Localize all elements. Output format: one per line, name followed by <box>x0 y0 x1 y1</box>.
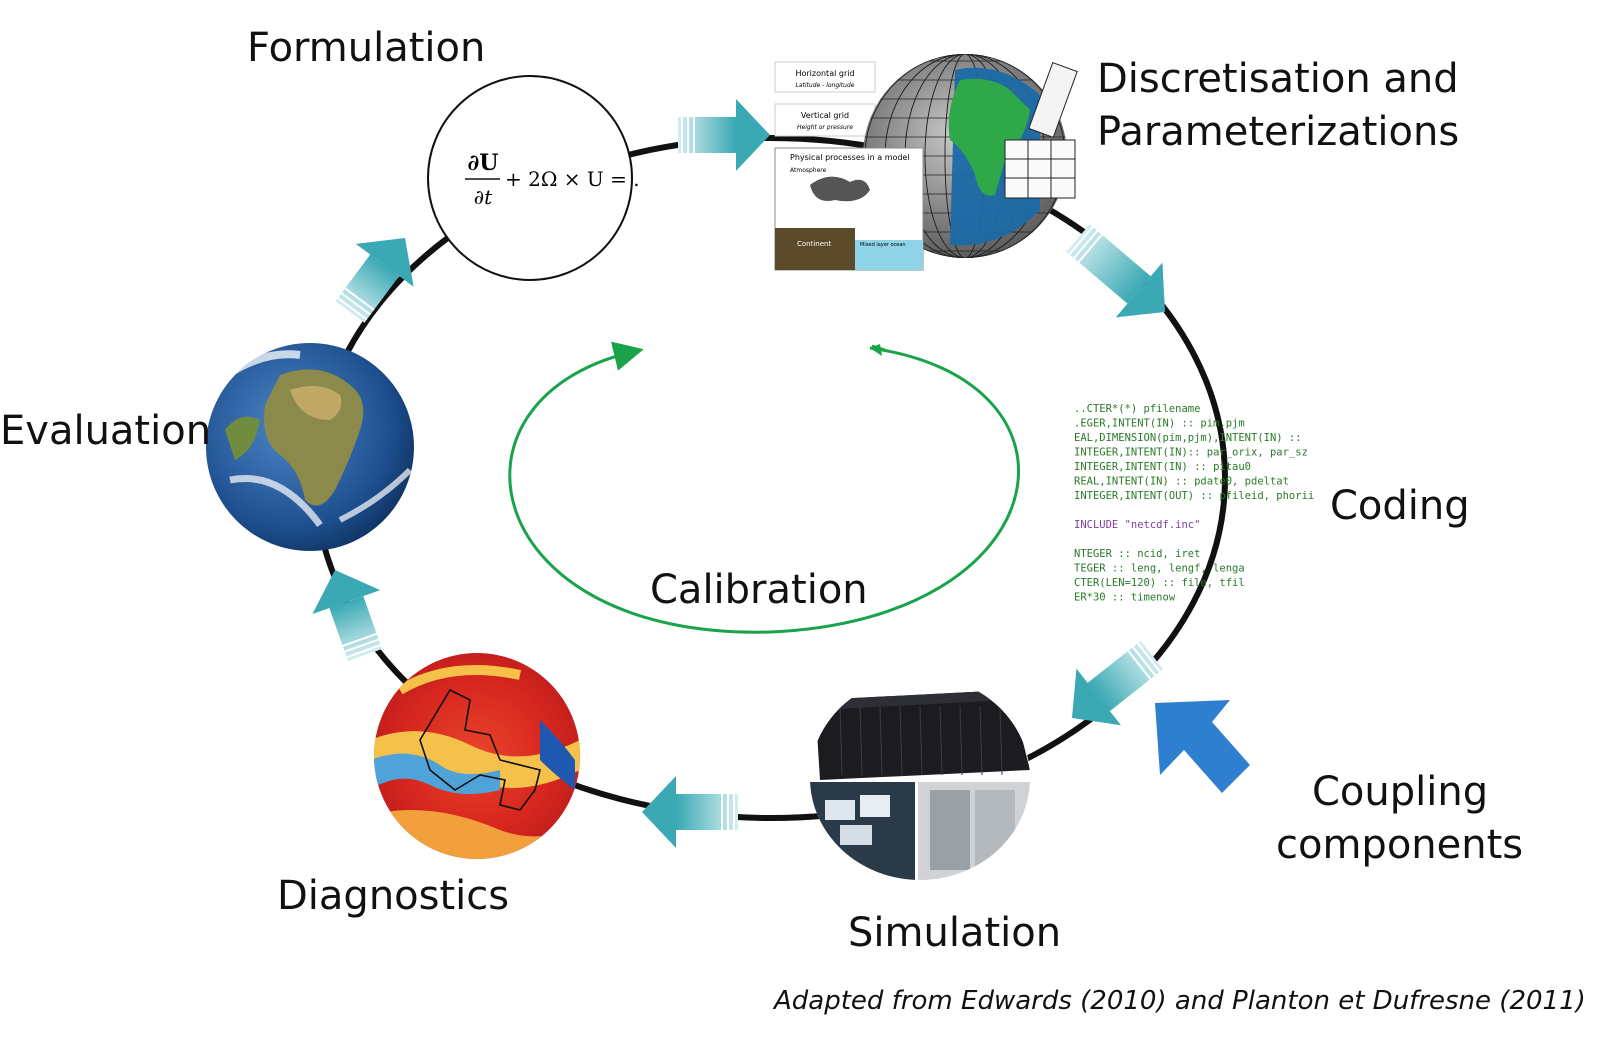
equation-numerator: ∂U <box>468 150 499 176</box>
flow-arrow <box>1066 224 1165 318</box>
stage-formulation-label: Formulation <box>247 25 486 71</box>
stage-simulation-label: Simulation <box>848 910 1062 956</box>
continent-label: Continent <box>797 240 831 248</box>
equation-circle: ∂U ∂t + 2Ω × U = . <box>427 75 640 281</box>
code-line: ER*30 :: timenow <box>1074 592 1176 604</box>
code-line: EAL,DIMENSION(pim,pjm),INTENT(IN) :: <box>1074 432 1302 444</box>
flow-arrows <box>312 99 1165 848</box>
physical-processes-panel: Physical processes in a model Atmosphere… <box>774 147 924 271</box>
code-line: .EGER,INTENT(IN) :: pim,pjm <box>1074 418 1245 430</box>
stage-discretisation-label-line1: Discretisation and <box>1097 56 1459 102</box>
code-line: ..CTER*(*) pfilename <box>1074 403 1200 415</box>
code-line: INTEGER,INTENT(IN):: par_orix, par_sz <box>1074 447 1308 459</box>
mixed-layer-label: Mixed layer ocean <box>860 242 906 248</box>
stage-discretisation-label-line2: Parameterizations <box>1097 109 1460 155</box>
vertical-grid-sub: Height or pressure <box>797 124 853 131</box>
code-line: NTEGER :: ncid, iret <box>1074 548 1200 560</box>
coupling-arrow <box>1155 700 1250 793</box>
calibration-label: Calibration <box>650 567 868 613</box>
equation-denominator: ∂t <box>474 185 493 209</box>
equation-rest: + 2Ω × U = . <box>505 167 640 191</box>
atmosphere-label: Atmosphere <box>790 167 827 174</box>
vertical-grid-label: Vertical grid <box>801 111 849 120</box>
supercomputer-image <box>810 676 1030 880</box>
horizontal-grid-label: Horizontal grid <box>795 69 854 78</box>
code-line: INTEGER,INTENT(OUT) :: pfileid, phorii <box>1074 490 1314 502</box>
code-line: INTEGER,INTENT(IN) :: pitau0 <box>1074 461 1251 473</box>
stage-coding-label: Coding <box>1330 483 1470 529</box>
flow-arrow <box>1071 640 1164 726</box>
calibration-loop-arrow <box>508 341 1021 634</box>
code-snippet: ..CTER*(*) pfilename.EGER,INTENT(IN) :: … <box>1074 403 1314 604</box>
earth-image <box>206 343 414 551</box>
flow-arrow <box>642 776 738 848</box>
flow-arrow <box>312 570 382 661</box>
flow-arrow <box>335 237 414 323</box>
coupling-label-line1: Coupling <box>1312 769 1489 815</box>
stage-evaluation-label: Evaluation <box>0 408 212 454</box>
horizontal-grid-sub: Latitude - longitude <box>796 82 855 89</box>
coupling-label-line2: components <box>1276 822 1524 868</box>
source-credit: Adapted from Edwards (2010) and Planton … <box>774 986 1586 1016</box>
code-line: REAL,INTENT(IN) :: pdate0, pdeltat <box>1074 476 1289 488</box>
stage-diagnostics-label: Diagnostics <box>277 873 510 919</box>
code-line: INCLUDE "netcdf.inc" <box>1074 519 1200 531</box>
code-line: TEGER :: leng, lengf, lenga <box>1074 563 1245 575</box>
code-line: CTER(LEN=120) :: file, tfil <box>1074 577 1245 589</box>
processes-title: Physical processes in a model <box>790 153 910 162</box>
flow-arrow <box>678 99 770 171</box>
diagnostics-globe <box>374 653 580 859</box>
grid-processes-panel: Horizontal grid Latitude - longitude Ver… <box>774 61 876 137</box>
